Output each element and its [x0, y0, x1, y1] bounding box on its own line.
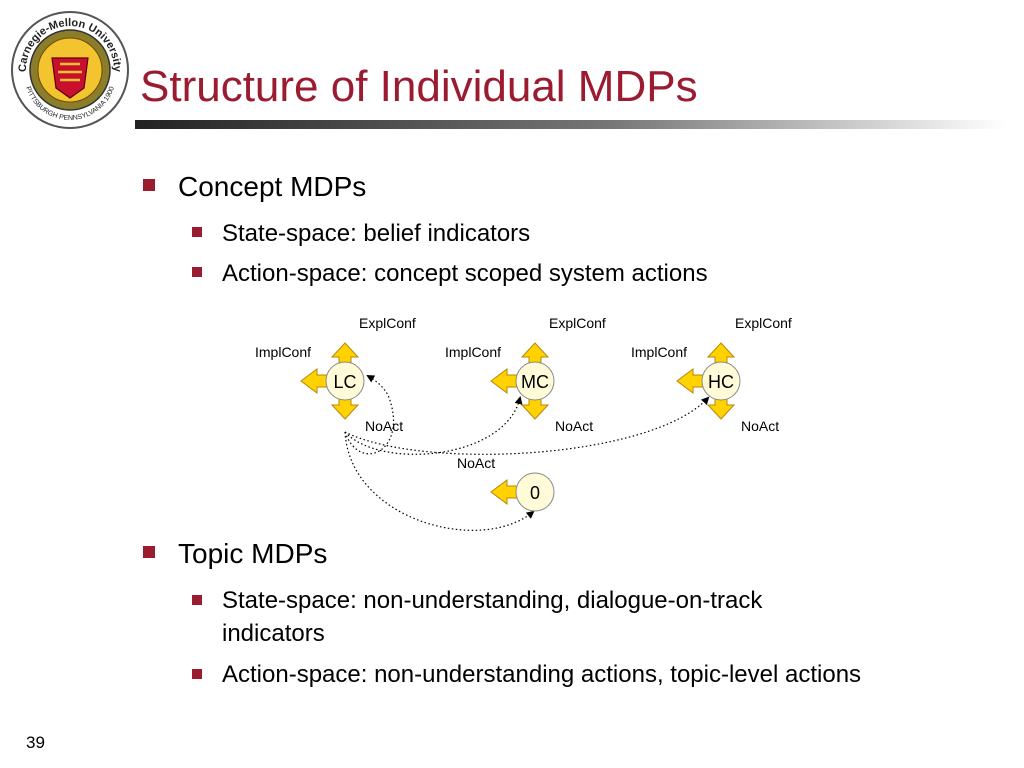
state-label: HC — [708, 372, 734, 392]
label-noact: NoAct — [741, 418, 779, 434]
sub-bullet-state-space: State-space: non-understanding, dialogue… — [222, 587, 763, 614]
noact-arrow — [330, 392, 360, 420]
noact-arrow — [706, 392, 736, 420]
transition-lc-to-zero — [344, 431, 535, 531]
transition-lc-to-mc — [344, 396, 523, 455]
label-explconf: ExplConf — [549, 315, 606, 331]
explconf-arrow — [520, 342, 550, 370]
bullet-marker-topic — [143, 546, 155, 558]
noact-arrow — [490, 479, 522, 505]
slide-number: 39 — [26, 733, 45, 752]
label-noact: NoAct — [555, 418, 593, 434]
transition-lc-to-lc — [344, 375, 395, 455]
explconf-arrow — [330, 342, 360, 370]
cmu-seal-logo: Carnegie-Mellon University PITTSBURGH PE… — [11, 11, 129, 129]
state-hc: HC ExplConf ImplConf NoAct — [631, 315, 792, 434]
label-implconf: ImplConf — [445, 344, 501, 360]
label-noact: NoAct — [457, 455, 495, 471]
state-label: 0 — [530, 483, 540, 503]
state-lc: LC ExplConf ImplConf NoAct — [255, 315, 416, 434]
sub-bullet-state-space: State-space: belief indicators — [222, 220, 531, 247]
implconf-arrow — [676, 368, 708, 394]
sub-bullet-state-space-continued: indicators — [222, 620, 325, 647]
label-implconf: ImplConf — [255, 344, 311, 360]
state-zero: 0 NoAct — [457, 455, 555, 512]
label-noact: NoAct — [365, 418, 403, 434]
title-divider — [135, 120, 1005, 129]
state-node — [701, 361, 741, 401]
sub-bullet-marker — [192, 595, 202, 605]
state-node — [515, 361, 555, 401]
state-mc: MC ExplConf ImplConf NoAct — [445, 315, 606, 434]
explconf-arrow — [706, 342, 736, 370]
sub-bullet-marker — [192, 267, 202, 277]
bullet-topic-mdps: Topic MDPs — [178, 538, 328, 569]
sub-bullet-marker — [192, 669, 202, 679]
state-node — [325, 361, 365, 401]
transition-lc-to-hc — [344, 396, 710, 455]
noact-arrow — [520, 392, 550, 420]
bullet-concept-mdps: Concept MDPs — [178, 171, 367, 202]
sub-bullet-marker — [192, 227, 202, 237]
state-label: LC — [333, 372, 356, 392]
slide-title: Structure of Individual MDPs — [140, 62, 698, 111]
state-node — [515, 472, 555, 512]
implconf-arrow — [300, 368, 332, 394]
label-implconf: ImplConf — [631, 344, 687, 360]
state-label: MC — [521, 372, 549, 392]
label-explconf: ExplConf — [735, 315, 792, 331]
sub-bullet-action-space: Action-space: non-understanding actions,… — [222, 661, 862, 688]
implconf-arrow — [490, 368, 522, 394]
bullet-marker-concept — [143, 179, 155, 191]
label-explconf: ExplConf — [359, 315, 416, 331]
sub-bullet-action-space: Action-space: concept scoped system acti… — [222, 260, 708, 287]
